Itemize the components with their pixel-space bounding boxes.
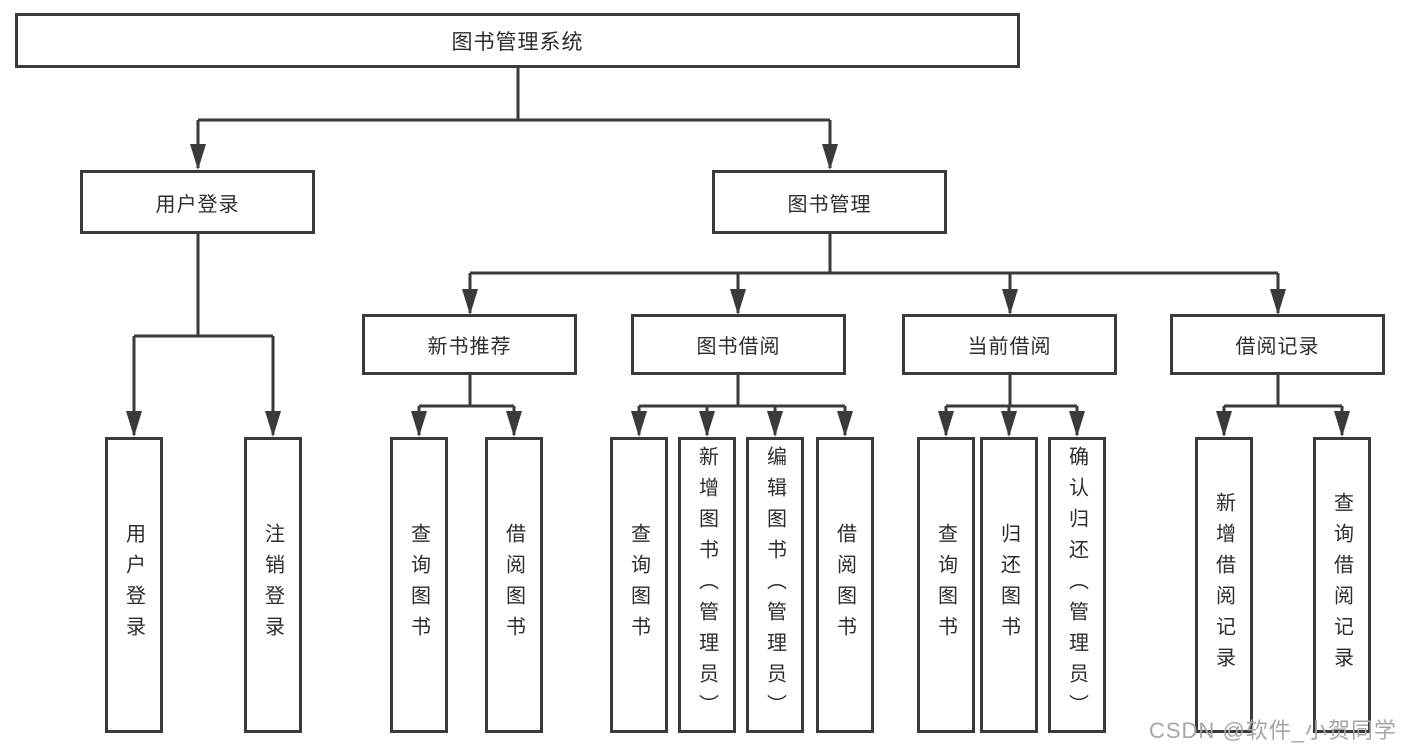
node-label: 图书借阅 [696,336,781,358]
arrowhead [837,411,853,437]
arrowhead [822,144,838,170]
node-label: 新书推荐 [427,336,512,358]
node-label: 查询图书 [407,523,430,647]
node-leaf-edit-book-admin: 编辑图书（管理员） [746,437,804,733]
arrowhead [1270,289,1286,315]
node-new-book-recommend: 新书推荐 [362,314,577,375]
node-label: 新增图书（管理员） [695,445,718,725]
arrowhead [190,144,206,170]
node-label: 查询借阅记录 [1330,492,1353,678]
arrowhead [1216,411,1232,437]
arrowhead [1002,289,1018,315]
node-book-management-system: 图书管理系统 [15,13,1020,68]
node-current-borrow: 当前借阅 [902,314,1117,375]
node-book-management: 图书管理 [712,170,947,234]
node-label: 归还图书 [997,523,1020,647]
node-label: 查询图书 [934,523,957,647]
arrowhead [730,289,746,315]
node-label: 借阅记录 [1235,336,1320,358]
node-user-login: 用户登录 [80,170,315,234]
node-leaf-query-books-recommend: 查询图书 [390,437,448,733]
node-label: 借阅图书 [502,523,525,647]
node-label: 查询图书 [627,523,650,647]
arrowhead [506,411,522,437]
connector-login-children [132,234,275,435]
node-borrow-records: 借阅记录 [1170,314,1385,375]
node-leaf-query-books-borrow: 查询图书 [610,437,668,733]
node-leaf-user-login: 用户登录 [105,437,163,733]
node-leaf-borrow-books-recommend: 借阅图书 [485,437,543,733]
node-label: 新增借阅记录 [1212,492,1235,678]
arrowhead [1069,411,1085,437]
connector-newbook-children [417,375,516,435]
arrowhead [1334,411,1350,437]
connector-root-to-level2 [196,68,832,168]
connector-records-children [1222,375,1344,435]
arrowhead [938,411,954,437]
node-label: 图书管理系统 [451,30,584,54]
node-leaf-logout: 注销登录 [244,437,302,733]
node-label: 确认归还（管理员） [1065,445,1088,725]
arrowhead [1001,411,1017,437]
arrowhead [631,411,647,437]
node-leaf-confirm-return-admin: 确认归还（管理员） [1048,437,1106,733]
node-label: 编辑图书（管理员） [763,445,786,725]
arrowhead [411,411,427,437]
connector-borrow-children [637,375,847,435]
node-leaf-borrow-books: 借阅图书 [816,437,874,733]
node-leaf-add-book-admin: 新增图书（管理员） [678,437,736,733]
node-label: 注销登录 [261,523,284,647]
arrowhead [462,289,478,315]
node-book-borrow: 图书借阅 [631,314,846,375]
arrowhead [126,411,142,437]
node-label: 用户登录 [122,523,145,647]
node-leaf-return-book: 归还图书 [980,437,1038,733]
node-leaf-add-borrow-record: 新增借阅记录 [1195,437,1253,733]
node-label: 图书管理 [787,193,872,216]
node-label: 当前借阅 [967,336,1052,358]
node-leaf-query-books-current: 查询图书 [917,437,975,733]
node-label: 用户登录 [155,193,240,216]
arrowhead [265,411,281,437]
connector-management-to-level3 [468,234,1280,313]
node-label: 借阅图书 [833,523,856,647]
arrowhead [699,411,715,437]
arrowhead [767,411,783,437]
node-leaf-query-borrow-record: 查询借阅记录 [1313,437,1371,733]
